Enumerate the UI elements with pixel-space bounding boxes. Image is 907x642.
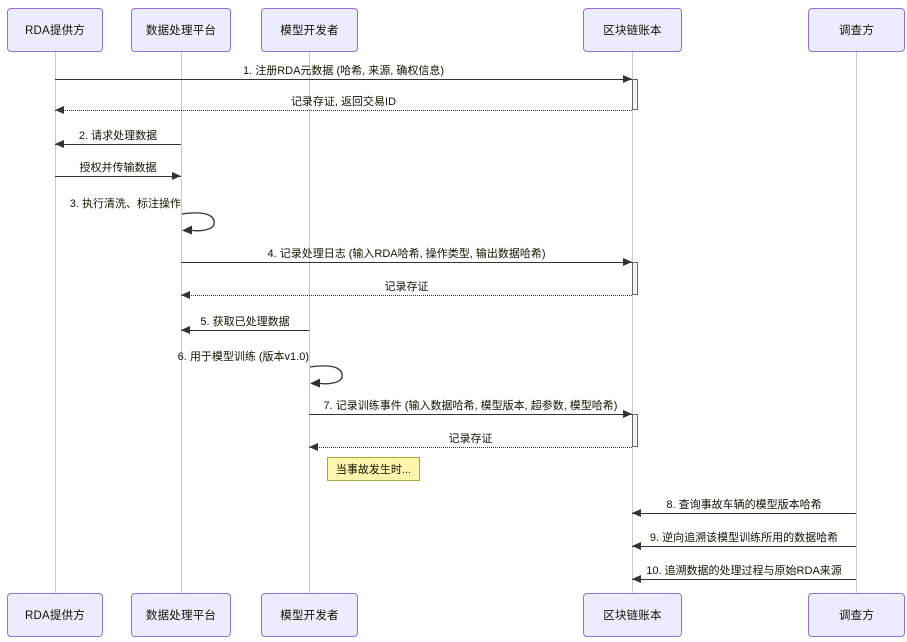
message-reply-3-arrowhead — [172, 172, 181, 180]
lifeline-rda — [55, 52, 56, 593]
message-7-label: 7. 记录训练事件 (输入数据哈希, 模型版本, 超参数, 模型哈希) — [323, 400, 618, 412]
activation-bar-ledger-0 — [632, 79, 638, 110]
lifeline-investigator — [856, 52, 857, 593]
activation-bar-ledger-1 — [632, 262, 638, 295]
message-10-arrowhead — [632, 575, 641, 583]
message-6-label: 6. 用于模型训练 (版本v1.0) — [177, 351, 309, 363]
message-reply-1-arrowhead — [55, 106, 64, 114]
message-3-self-arrow — [181, 212, 225, 238]
participant-bottom-ledger[interactable]: 区块链账本 — [583, 593, 682, 637]
message-2-line — [55, 144, 181, 145]
message-3-label: 3. 执行清洗、标注操作 — [69, 198, 181, 210]
lifeline-platform — [181, 52, 182, 593]
message-reply-6-line — [181, 295, 632, 296]
message-reply-10-arrowhead — [309, 443, 318, 451]
message-7-arrowhead — [623, 410, 632, 418]
message-1-line — [55, 79, 632, 80]
message-6-self-arrow — [309, 365, 353, 391]
lifeline-ledger — [632, 52, 633, 593]
message-reply-1-label: 记录存证, 返回交易ID — [290, 96, 397, 108]
message-reply-6-label: 记录存证 — [384, 281, 429, 293]
message-8-label: 8. 查询事故车辆的模型版本哈希 — [666, 499, 822, 511]
participant-top-rda[interactable]: RDA提供方 — [7, 8, 103, 52]
participant-bottom-platform[interactable]: 数据处理平台 — [131, 593, 231, 637]
message-1-label: 1. 注册RDA元数据 (哈希, 来源, 确权信息) — [242, 65, 445, 77]
message-2-arrowhead — [55, 140, 64, 148]
participant-top-platform[interactable]: 数据处理平台 — [131, 8, 231, 52]
participant-bottom-developer[interactable]: 模型开发者 — [261, 593, 358, 637]
participant-top-developer[interactable]: 模型开发者 — [261, 8, 358, 52]
message-reply-1-line — [55, 110, 632, 111]
message-reply-10-label: 记录存证 — [448, 433, 493, 445]
message-4-arrowhead — [623, 258, 632, 266]
participant-top-investigator[interactable]: 调查方 — [808, 8, 905, 52]
participant-top-ledger[interactable]: 区块链账本 — [583, 8, 682, 52]
message-8-arrowhead — [632, 509, 641, 517]
message-10-line — [632, 579, 856, 580]
message-2-label: 2. 请求处理数据 — [78, 130, 158, 142]
message-5-line — [181, 330, 309, 331]
message-10-label: 10. 追溯数据的处理过程与原始RDA来源 — [646, 565, 842, 577]
note-accident-note: 当事故发生时... — [327, 457, 420, 481]
participant-bottom-investigator[interactable]: 调查方 — [808, 593, 905, 637]
message-8-line — [632, 513, 856, 514]
message-reply-3-label: 授权并传输数据 — [79, 162, 157, 174]
lifeline-developer — [309, 52, 310, 593]
message-9-label: 9. 逆向追溯该模型训练所用的数据哈希 — [649, 532, 839, 544]
message-5-label: 5. 获取已处理数据 — [200, 316, 290, 328]
message-reply-3-line — [55, 176, 181, 177]
message-9-arrowhead — [632, 542, 641, 550]
message-7-line — [309, 414, 632, 415]
participant-bottom-rda[interactable]: RDA提供方 — [7, 593, 103, 637]
message-5-arrowhead — [181, 326, 190, 334]
message-9-line — [632, 546, 856, 547]
message-4-label: 4. 记录处理日志 (输入RDA哈希, 操作类型, 输出数据哈希) — [267, 248, 546, 260]
message-1-arrowhead — [623, 75, 632, 83]
message-reply-6-arrowhead — [181, 291, 190, 299]
message-reply-10-line — [309, 447, 632, 448]
message-4-line — [181, 262, 632, 263]
activation-bar-ledger-2 — [632, 414, 638, 447]
